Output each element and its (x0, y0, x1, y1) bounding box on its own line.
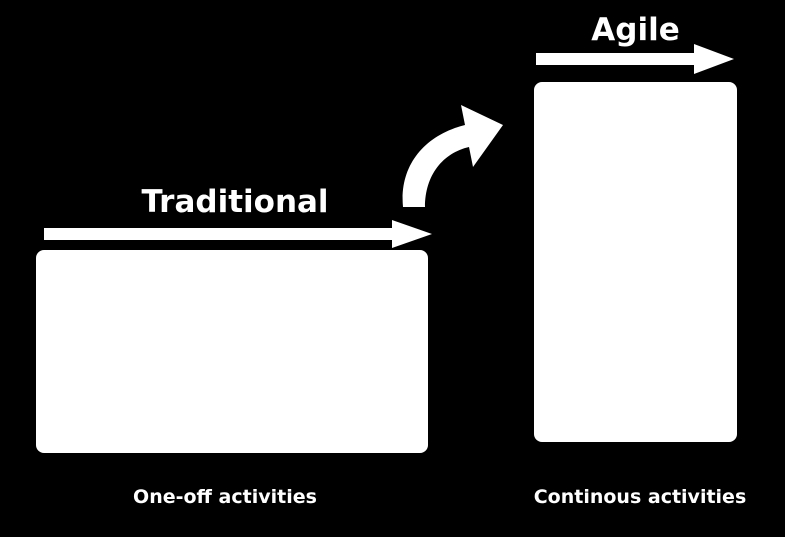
transition-curved-arrow-icon (402, 105, 503, 207)
traditional-label: Traditional (141, 184, 329, 220)
agile-arrow-icon (536, 44, 734, 74)
agile-caption: Continous activities (533, 486, 747, 508)
traditional-arrow-icon (44, 220, 432, 248)
traditional-block (36, 250, 428, 453)
agile-label: Agile (591, 12, 680, 48)
agile-block (534, 82, 737, 442)
traditional-caption: One-off activities (133, 486, 317, 508)
